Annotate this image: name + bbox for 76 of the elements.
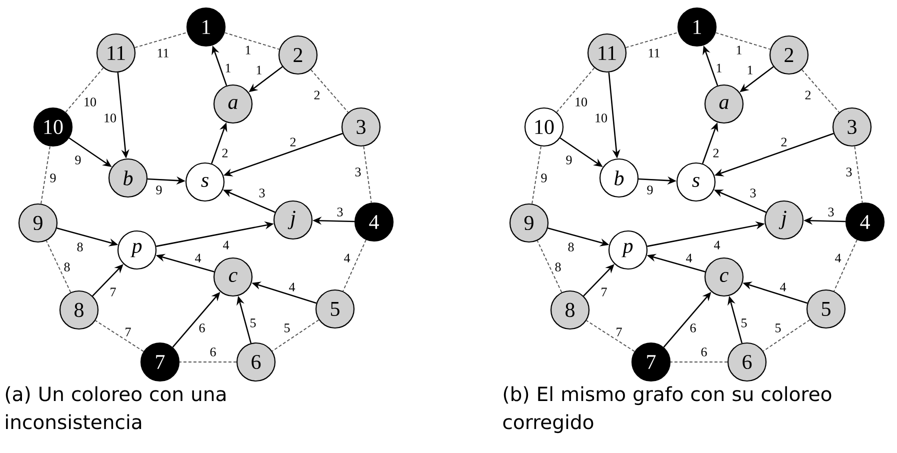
edge-label: 2	[780, 137, 788, 147]
edge-label: 2	[712, 148, 720, 158]
dashed-line	[586, 320, 636, 352]
edge-label: 3	[845, 167, 853, 177]
dashed-line	[40, 146, 50, 204]
edge-label: 9	[540, 173, 548, 183]
edge-label: 9	[565, 155, 573, 165]
edge-label: 6	[700, 347, 708, 357]
edge-label: 8	[63, 262, 71, 272]
dashed-line	[536, 240, 562, 293]
edge-label: 7	[124, 327, 132, 337]
edge-label: 9	[155, 185, 163, 195]
dashed-line	[762, 319, 810, 352]
edge-label: 8	[567, 242, 575, 252]
edge-label: 1	[224, 63, 232, 73]
edge-label: 7	[600, 287, 608, 297]
edge-label: 1	[255, 65, 263, 75]
edge-label: 2	[221, 148, 229, 158]
dashed-line	[854, 146, 863, 204]
edge-label: 9	[646, 185, 654, 195]
edge-label: 5	[283, 323, 291, 333]
edge-label: 10	[103, 113, 117, 123]
caption: (a) Un coloreo con una inconsistencia	[6, 386, 226, 430]
dashed-line	[310, 69, 349, 113]
edge-label: 1	[715, 63, 723, 73]
caption: (b) El mismo grafo con su coloreo corregido	[503, 386, 832, 434]
edge-label: 3	[827, 207, 835, 217]
edge-label: 3	[258, 188, 266, 198]
edge-label: 4	[779, 282, 787, 292]
edge-label: 9	[74, 155, 82, 165]
edge-label: 4	[713, 240, 721, 250]
edge-label: 5	[249, 318, 257, 328]
edge-label: 3	[336, 207, 344, 217]
edge-label: 4	[194, 253, 202, 263]
edge-label: 8	[554, 262, 562, 272]
edge-label: 5	[774, 323, 782, 333]
edge-label: 10	[574, 97, 588, 107]
edge-label: 4	[685, 253, 693, 263]
edge-label: 2	[289, 137, 297, 147]
edge-label: 7	[615, 327, 623, 337]
edge-label: 1	[244, 45, 252, 55]
dashed-line	[834, 239, 858, 292]
dashed-line	[46, 240, 72, 293]
edge-label: 4	[343, 253, 351, 263]
edge-label: 10	[83, 97, 97, 107]
edge-label: 9	[49, 173, 57, 183]
dashed-line	[625, 32, 679, 48]
edge-label: 10	[594, 113, 608, 123]
dashed-line	[134, 32, 188, 48]
edge-label: 6	[689, 323, 697, 333]
dashed-line	[224, 32, 280, 50]
dashed-line	[715, 32, 771, 50]
edge-label: 5	[740, 318, 748, 328]
edge-label: 6	[198, 323, 206, 333]
edge-label: 2	[313, 90, 321, 100]
dashed-line	[556, 67, 595, 113]
edge-label: 3	[354, 167, 362, 177]
dashed-line	[801, 69, 840, 113]
dashed-line	[94, 320, 144, 352]
dashed-line	[342, 239, 366, 292]
edge-label: 11	[647, 48, 661, 58]
edge-label: 4	[288, 282, 296, 292]
edge-label: 6	[209, 347, 217, 357]
edge-label: 4	[222, 240, 230, 250]
edge-label: 8	[76, 242, 84, 252]
edge-label: 1	[746, 65, 754, 75]
edge-label: 1	[735, 45, 743, 55]
edge-label: 7	[109, 287, 117, 297]
edge-label: 11	[156, 48, 170, 58]
edge-label: 4	[834, 253, 842, 263]
edge-label: 3	[749, 188, 757, 198]
edge-label: 2	[804, 90, 812, 100]
dashed-line	[532, 146, 542, 204]
dashed-line	[363, 146, 372, 204]
dashed-line	[65, 67, 104, 113]
dashed-line	[272, 319, 320, 352]
